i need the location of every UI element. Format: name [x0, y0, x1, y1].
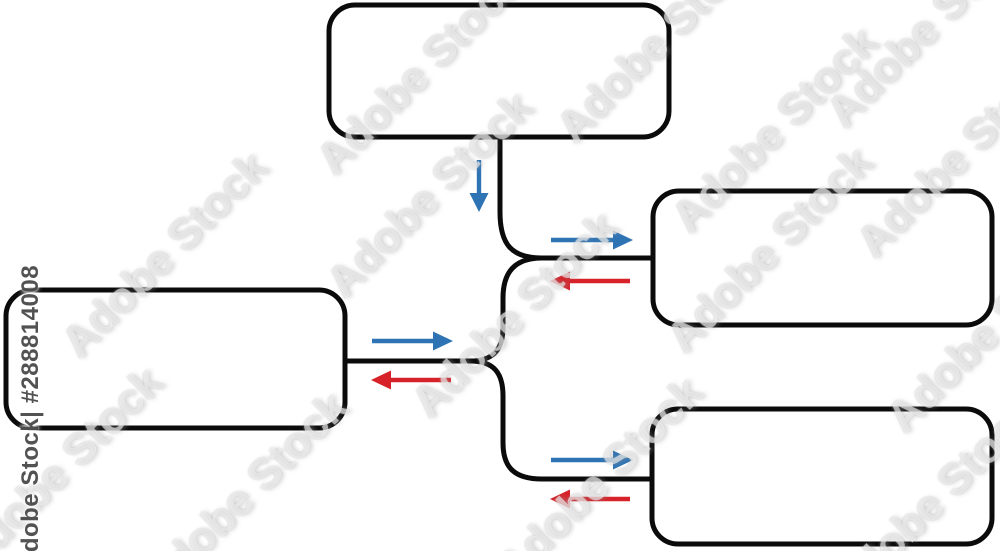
node-top: [326, 2, 672, 140]
connector-junction-down-branch: [467, 358, 655, 482]
arrow-down-blue-icon: [469, 160, 489, 212]
arrow-right-blue-upper-icon: [551, 230, 633, 250]
arrow-right-blue-middle-icon: [372, 331, 453, 351]
node-group: [3, 2, 995, 547]
arrow-left-red-upper-icon: [550, 271, 630, 291]
connector-group: [342, 134, 656, 482]
arrow-group: [371, 160, 633, 509]
arrow-left-red-middle-icon: [371, 370, 451, 390]
arrow-left-red-lower-icon: [550, 489, 630, 509]
node-left: [3, 287, 348, 431]
connector-junction-up-branch: [467, 255, 545, 364]
arrow-right-blue-lower-icon: [551, 450, 633, 470]
node-right-upper: [650, 188, 995, 328]
node-right-lower: [649, 406, 995, 547]
